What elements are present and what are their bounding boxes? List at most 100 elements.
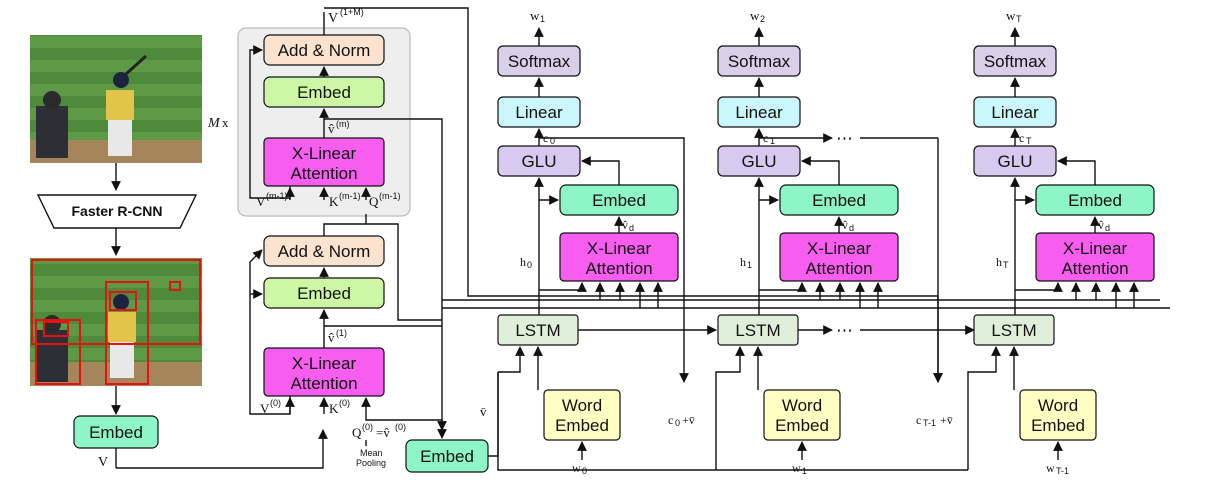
linear-label-0: Linear [515,103,563,122]
sum1-c-sub: T-1 [923,418,936,428]
w-in-t: w [1046,461,1055,475]
q0-sup: (0) [362,422,373,432]
stack-multiplier-suffix: x [222,115,229,130]
glu-label-0: GLU [522,152,557,171]
q0-label: Q [352,425,362,440]
w-in-t-sub: T-1 [1056,466,1069,476]
xlinear-dec-1-line2: Attention [805,259,872,278]
encoder-embed-box: Embed [405,439,489,473]
sum1-c: c [916,413,921,427]
h-t-sub: T [1003,260,1009,270]
w-in-0: w [572,461,581,475]
word-embed-t-line2: Embed [1031,416,1085,435]
top-output-v-sup: (1+M) [340,7,364,17]
xlinear-dec-t-line2: Attention [1061,259,1128,278]
softmax-label-1: Softmax [728,52,791,71]
detection-box [105,343,149,385]
word-embed-t-line1: Word [1038,396,1078,415]
h-0-sub: 0 [527,260,532,270]
k-in-m: K [329,194,339,209]
xlinear-dec-t-line1: X-Linear [1063,239,1128,258]
glu-box-0: GLU [497,145,581,177]
c-0-sub: 0 [550,136,555,146]
w-out-1: w [750,8,760,23]
h-0: h [520,255,526,269]
word-embed-box-t: Word Embed [1019,389,1097,441]
linear-box-0: Linear [497,96,581,128]
h-t: h [996,255,1002,269]
left-embed-box: Embed [73,415,159,449]
xlinear-line1: X-Linear [292,144,357,163]
faster-rcnn-label: Faster R-CNN [71,203,162,219]
c-t-sub: T [1026,136,1032,146]
h-1-sub: 1 [747,260,752,270]
xlinear-box-dec-t: X-Linear Attention [1035,232,1155,282]
vhat-1: v̂ [328,330,335,345]
word-embed-1-line1: Word [782,396,822,415]
glu-box-1: GLU [717,145,801,177]
w-out-t: w [1006,8,1016,23]
xlinear-box-dec-1: X-Linear Attention [779,232,899,282]
word-embed-0-line2: Embed [555,416,609,435]
w-out-0-sub: 1 [540,14,545,24]
decoder-step-t: w T Softmax Linear c T GLU Embed v̂ d X-… [967,8,1155,476]
linear-box-1: Linear [717,96,801,128]
w-out-t-sub: T [1016,14,1022,24]
embed-box-dec-1: Embed [779,184,899,216]
word-embed-0-line1: Word [562,396,602,415]
w-out-1-sub: 2 [760,14,765,24]
xlinear-box-top: X-Linear Attention [263,137,385,187]
embed-label: Embed [297,83,351,102]
glu-box-t: GLU [973,145,1057,177]
w-in-1: w [792,461,801,475]
embed-box-dec-0: Embed [559,184,679,216]
q0-eq-sup: (0) [395,422,406,432]
w-in-1-sub: 1 [802,466,807,476]
ellipsis-c: ⋯ [836,129,853,148]
lstm-box-t: LSTM [973,314,1055,346]
softmax-label-0: Softmax [508,52,571,71]
softmax-label-t: Softmax [984,52,1047,71]
add-norm-box-bottom: Add & Norm [263,235,385,267]
xlinear-dec-0-line2: Attention [585,259,652,278]
v-in-1: V [260,401,270,416]
vhat-d-t-sub: d [1105,223,1110,233]
lstm-label-0: LSTM [515,321,560,340]
xlinear-box-bottom: X-Linear Attention [263,347,385,397]
embed-label-dec-t: Embed [1068,191,1122,210]
v-in-1-sup: (0) [270,398,281,408]
softmax-box-t: Softmax [973,45,1057,77]
embed-box-dec-t: Embed [1035,184,1155,216]
q-in-m-sup: (m-1) [379,191,401,201]
lstm-box-0: LSTM [497,314,579,346]
w-out-0: w [530,8,540,23]
sum1-plus: +v̄ [940,413,953,427]
embed-label-bottom: Embed [297,284,351,303]
k-in-1: K [329,401,339,416]
softmax-box-1: Softmax [717,45,801,77]
linear-box-t: Linear [973,96,1057,128]
glu-label-t: GLU [998,152,1033,171]
word-embed-box-0: Word Embed [543,389,621,441]
word-embed-box-1: Word Embed [763,389,841,441]
vhat-m: v̂ [328,121,335,136]
lstm-label-t: LSTM [991,321,1036,340]
k-in-m-sup: (m-1) [339,191,361,201]
detection-box [109,291,137,311]
ellipsis-lstm: ⋯ [836,321,853,340]
xlinear-box-dec-0: X-Linear Attention [559,232,679,282]
v-in-m: V [256,194,266,209]
add-norm-box-top: Add & Norm [263,34,385,66]
detection-boxes [31,259,201,385]
faster-rcnn-trapezoid: Faster R-CNN [36,194,198,229]
lstm-label-1: LSTM [735,321,780,340]
c-1-sub: 1 [770,136,775,146]
decoder-step-1: w 2 Softmax Linear c 1 ⋯ GLU Embed v̂ d [715,8,975,476]
vbar-label: v̄ [480,404,487,419]
vhat-d-0-sub: d [629,223,634,233]
detection-box [169,281,181,291]
xlinear-dec-1-line1: X-Linear [807,239,872,258]
sum0-c: c [668,413,673,427]
mean-pooling-line2: Pooling [356,458,386,468]
